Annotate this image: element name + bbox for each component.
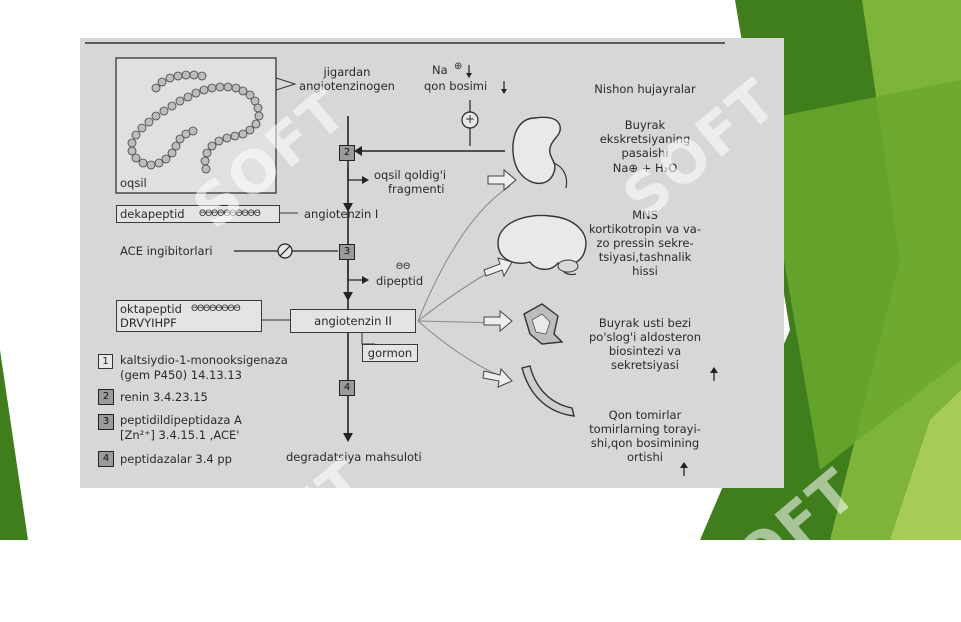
arrow-head-angiotensin1 [343, 203, 353, 212]
adrenal-text-4: sekretsiyasi [610, 358, 679, 372]
arrow-head-angiotensin2 [343, 292, 353, 301]
step-3-badge: 3 [339, 244, 355, 260]
plus-circle [461, 111, 479, 129]
angiotensin-2-box: angiotenzin II [290, 309, 416, 333]
hollow-arrow-vessels [482, 367, 513, 388]
na-charge-icon: ⊕ [454, 61, 463, 72]
ace-inhibitors-label: ACE ingibitorlari [120, 244, 213, 258]
kidney-text-1: Buyrak [624, 118, 666, 132]
legend-badge-4: 4 [98, 451, 114, 467]
dipeptide-branch [347, 260, 362, 281]
vessels-text-4: ortishi [627, 450, 663, 464]
fan-to-vessels [417, 320, 501, 377]
arrow-head-degradation [343, 433, 353, 442]
decapeptide-box: dekapeptid ΘΘΘΘΘΘΘΘΘΘ [116, 205, 280, 223]
degradation-label: degradatsiya mahsuloti [286, 450, 422, 464]
hormone-label: gormon [367, 346, 413, 360]
cns-text-2: kortikotropin va va- [589, 222, 701, 236]
legend-3-line1: peptidildipeptidaza A [120, 413, 242, 427]
kidney-renin-arrowhead [354, 146, 362, 156]
fragment-branch [347, 168, 362, 181]
vessels-text-1: Qon tomirlar [608, 408, 682, 422]
adrenal-text-1: Buyrak usti bezi [598, 316, 692, 330]
liver-label-1: jigardan [323, 65, 371, 79]
green-band-bright [890, 390, 961, 540]
legend-2-line1: renin 3.4.23.15 [120, 390, 208, 404]
cns-text-5: hissi [632, 264, 658, 278]
angiotensin-2-label: angiotenzin II [314, 314, 392, 328]
octapeptide-sequence: DRVYIHPF [120, 316, 177, 330]
protein-chain [127, 70, 264, 174]
octapeptide-beads: ΘΘΘΘΘΘΘΘ [191, 304, 241, 314]
liver-callout [275, 77, 297, 91]
adrenal-text-2: po'slog'i aldosteron [589, 330, 701, 344]
legend-badge-1: 1 [98, 354, 113, 369]
legend-badge-2: 2 [98, 389, 114, 405]
legend-4-line1: peptidazalar 3.4 pp [120, 452, 232, 466]
legend-3-line2: [Zn²⁺] 3.4.15.1 ,ACE' [120, 428, 240, 442]
cns-text-4: tsiyasi,tashnalik [598, 250, 692, 264]
step-2-badge: 2 [339, 145, 355, 161]
hormone-box: gormon [362, 344, 418, 362]
liver-label-2: angiotenzinogen [299, 79, 395, 93]
green-band-mid [760, 80, 961, 470]
protein-box [115, 57, 277, 194]
na-label: Na [432, 63, 448, 77]
hollow-arrow-kidney [487, 168, 517, 192]
legend-badge-3: 3 [98, 414, 114, 430]
kidney-text-3: pasaishi [621, 146, 669, 160]
cns-text-1: MNS [632, 208, 658, 222]
dipeptide-label: dipeptid [376, 274, 424, 288]
slide: jigardan angiotenzinogen Na ⊕ qon bosimi… [0, 0, 961, 540]
green-corner-left [0, 350, 28, 540]
brain-icon [497, 214, 587, 270]
legend-1-line1: kaltsiydio-1-monooksigenaza [120, 353, 288, 367]
angiotensin-1-label: angiotenzin I [304, 207, 379, 221]
adrenal-text-3: biosintezi va [608, 344, 682, 358]
hollow-arrow-brain [483, 257, 513, 278]
fragment-arrowhead [362, 176, 369, 184]
vessels-text-3: shi,qon bosimining [590, 436, 700, 450]
scanned-diagram: jigardan angiotenzinogen Na ⊕ qon bosimi… [80, 38, 784, 488]
hollow-arrow-adrenal [483, 309, 513, 333]
decapeptide-label: dekapeptid [120, 207, 185, 221]
legend-1-line2: (gem P450) 14.13.13 [120, 368, 242, 382]
protein-residue-label-1: oqsil qoldig'i [374, 168, 447, 182]
decapeptide-beads: ΘΘΘΘΘΘΘΘΘΘ [199, 209, 261, 219]
vessels-text-2: tomirlarning torayi- [589, 422, 701, 436]
dipeptide-beads: ΘΘ [396, 262, 411, 272]
kidney-icon [512, 116, 561, 185]
plus-sign: + [464, 112, 476, 126]
octapeptide-label: oktapeptid [120, 302, 182, 316]
targets-title: Nishon hujayralar [594, 82, 696, 96]
dipeptide-arrowhead [362, 276, 369, 284]
kidney-text-4: Na⊕ + H₂O [612, 161, 678, 175]
step-4-badge: 4 [339, 380, 355, 396]
vessel-icon [521, 365, 575, 417]
octapeptide-box: oktapeptid ΘΘΘΘΘΘΘΘ DRVYIHPF [116, 300, 262, 332]
kidney-text-2: ekskretsiyaning [599, 132, 691, 146]
fan-to-kidney [417, 185, 511, 322]
protein-residue-label-2: fragmenti [388, 182, 445, 196]
bp-label: qon bosimi [424, 79, 488, 93]
cns-text-3: zo pressin sekre- [596, 236, 694, 250]
protein-label: oqsil [120, 176, 147, 190]
diagram-lines [85, 42, 725, 476]
